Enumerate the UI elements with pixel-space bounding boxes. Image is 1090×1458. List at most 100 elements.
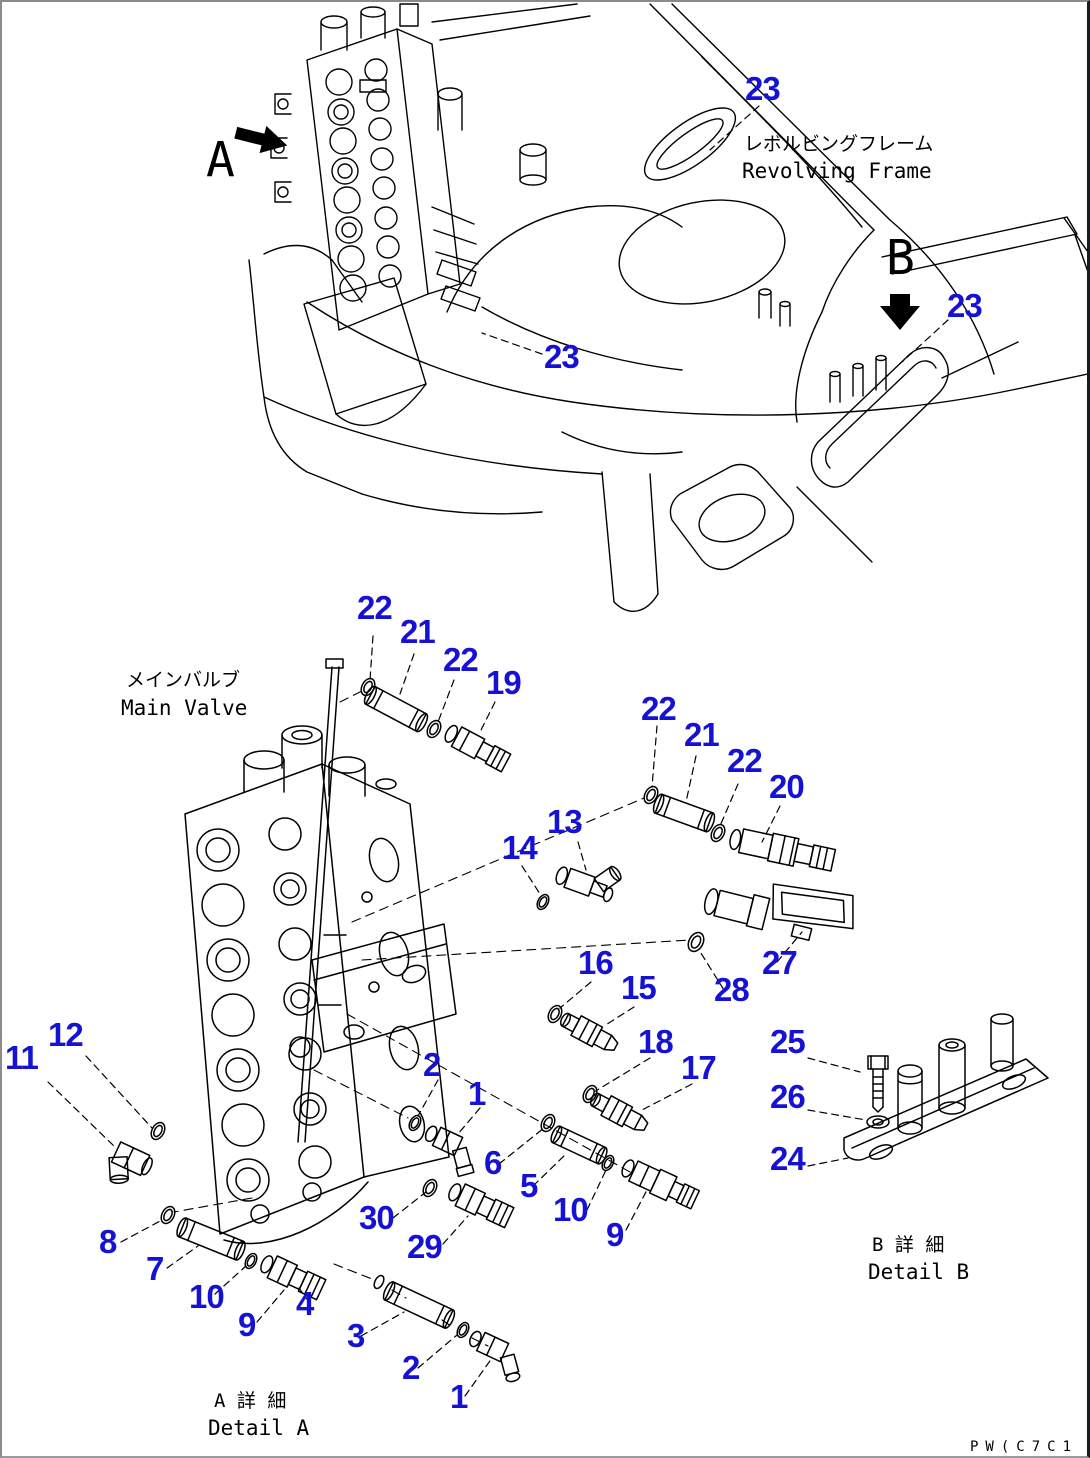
callout-23-frame-right[interactable]: 23: [947, 287, 983, 324]
main-valve-drawing: [184, 658, 457, 1245]
main-valve-label-jp: メインバルブ: [126, 669, 241, 691]
part-30-oring: [422, 1178, 438, 1198]
part-29-adapter: [448, 1183, 515, 1229]
valve-manifold-box: [311, 923, 457, 1053]
main-valve-label-en: Main Valve: [121, 696, 248, 720]
callout-22-d[interactable]: 22: [727, 742, 763, 779]
callout-4[interactable]: 4: [296, 1285, 314, 1322]
valve-through-rod: [289, 658, 347, 1143]
part-19-elbow: [444, 724, 512, 773]
callout-28[interactable]: 28: [714, 971, 750, 1008]
callout-13[interactable]: 13: [547, 803, 583, 840]
callout-9-a[interactable]: 9: [606, 1216, 624, 1253]
callout-21-b[interactable]: 21: [684, 716, 720, 753]
callout-2-a[interactable]: 2: [423, 1046, 441, 1083]
callout-9-b[interactable]: 9: [238, 1306, 256, 1343]
exploded-fittings: [108, 677, 854, 1383]
part-12-oring: [150, 1121, 166, 1141]
part-8-oring: [160, 1205, 176, 1225]
callout-20[interactable]: 20: [769, 768, 805, 805]
detail-a-label-jp: A 詳 細: [214, 1390, 287, 1412]
callout-26[interactable]: 26: [770, 1078, 806, 1115]
callout-10-b[interactable]: 10: [189, 1278, 225, 1315]
callout-16[interactable]: 16: [578, 944, 614, 981]
callout-22-a[interactable]: 22: [357, 589, 393, 626]
callout-30[interactable]: 30: [359, 1199, 395, 1236]
callout-21-a[interactable]: 21: [400, 613, 436, 650]
detail-a-label-en: Detail A: [208, 1416, 310, 1440]
part-10-oring: [244, 1252, 258, 1270]
part-10-oring: [601, 1154, 615, 1172]
part-14-oring: [536, 893, 550, 911]
part-1-elbow: [469, 1330, 521, 1383]
part-11-elbow: [108, 1141, 153, 1184]
part-6-oring: [540, 1113, 556, 1133]
part-3-sleeve: [382, 1281, 456, 1329]
callout-1-b[interactable]: 1: [450, 1378, 468, 1415]
callout-29[interactable]: 29: [407, 1228, 443, 1265]
callout-12[interactable]: 12: [48, 1016, 84, 1053]
callout-25[interactable]: 25: [770, 1023, 806, 1060]
view-b-letter: B: [886, 230, 915, 286]
callout-5[interactable]: 5: [520, 1167, 538, 1204]
callout-23-frame-top[interactable]: 23: [745, 70, 781, 107]
callout-1-a[interactable]: 1: [468, 1075, 486, 1112]
detail-b-drawing: [843, 1013, 1049, 1161]
detail-b-grommets: [897, 1013, 1014, 1135]
part-small-oring: [373, 1274, 385, 1290]
part-21-sleeve: [363, 685, 429, 733]
revolving-frame-label-jp: レボルビングフレーム: [744, 133, 934, 155]
part-13-elbow: [555, 865, 622, 903]
part-25-bolt: [867, 1055, 889, 1113]
callout-22-b[interactable]: 22: [443, 641, 479, 678]
part-20-adapter: [729, 828, 837, 872]
part-22-oring: [426, 719, 442, 739]
part-16-oring: [547, 1004, 563, 1024]
callout-8[interactable]: 8: [99, 1223, 117, 1260]
part-1-elbow: [424, 1125, 475, 1178]
view-b-arrow: [880, 294, 920, 330]
callout-6[interactable]: 6: [484, 1144, 502, 1181]
part-5-sleeve: [550, 1125, 608, 1165]
view-a-arrow: [234, 125, 288, 154]
callout-24[interactable]: 24: [770, 1140, 806, 1177]
detail-b-label-en: Detail B: [868, 1260, 970, 1284]
doc-code: PW(C7C1: [970, 1439, 1079, 1455]
frame-slot-opening: [643, 107, 737, 181]
part-9-adapter: [621, 1159, 701, 1210]
frame-center-opening: [618, 199, 786, 305]
callout-2-b[interactable]: 2: [402, 1349, 420, 1386]
valve-assembly-on-frame: [270, 3, 481, 427]
callout-14[interactable]: 14: [502, 829, 538, 866]
part-28-oring: [687, 931, 705, 953]
part-22-oring: [710, 823, 726, 843]
callout-17[interactable]: 17: [681, 1049, 717, 1086]
view-a-letter: A: [206, 132, 235, 188]
callout-10-a[interactable]: 10: [553, 1191, 589, 1228]
part-26-washer: [866, 1115, 890, 1129]
part-2-oring: [456, 1321, 470, 1339]
part-15-nipple: [559, 1012, 619, 1051]
part-7-sleeve: [176, 1217, 246, 1261]
callout-7[interactable]: 7: [146, 1250, 164, 1287]
callout-15[interactable]: 15: [621, 969, 657, 1006]
callout-11[interactable]: 11: [5, 1039, 39, 1076]
detail-b-label-jp: B 詳 細: [872, 1234, 945, 1256]
part-22-oring: [643, 785, 659, 805]
callout-27[interactable]: 27: [762, 944, 798, 981]
part-2-oring: [408, 1114, 422, 1132]
callout-23-frame-center[interactable]: 23: [544, 338, 580, 375]
part-17-nipple: [589, 1092, 649, 1131]
callout-18[interactable]: 18: [638, 1023, 674, 1060]
callout-3[interactable]: 3: [347, 1317, 365, 1354]
leader-lines: [47, 105, 949, 1397]
detail-b-bracket: [843, 1058, 1049, 1161]
part-21-sleeve: [652, 793, 716, 833]
revolving-frame-drawing: [234, 3, 1087, 612]
frame-lower-cutout: [669, 463, 795, 571]
frame-grommet-bracket: [796, 341, 1019, 563]
callout-19[interactable]: 19: [486, 664, 522, 701]
part-4-adapter: [260, 1255, 327, 1301]
callout-22-c[interactable]: 22: [641, 690, 677, 727]
